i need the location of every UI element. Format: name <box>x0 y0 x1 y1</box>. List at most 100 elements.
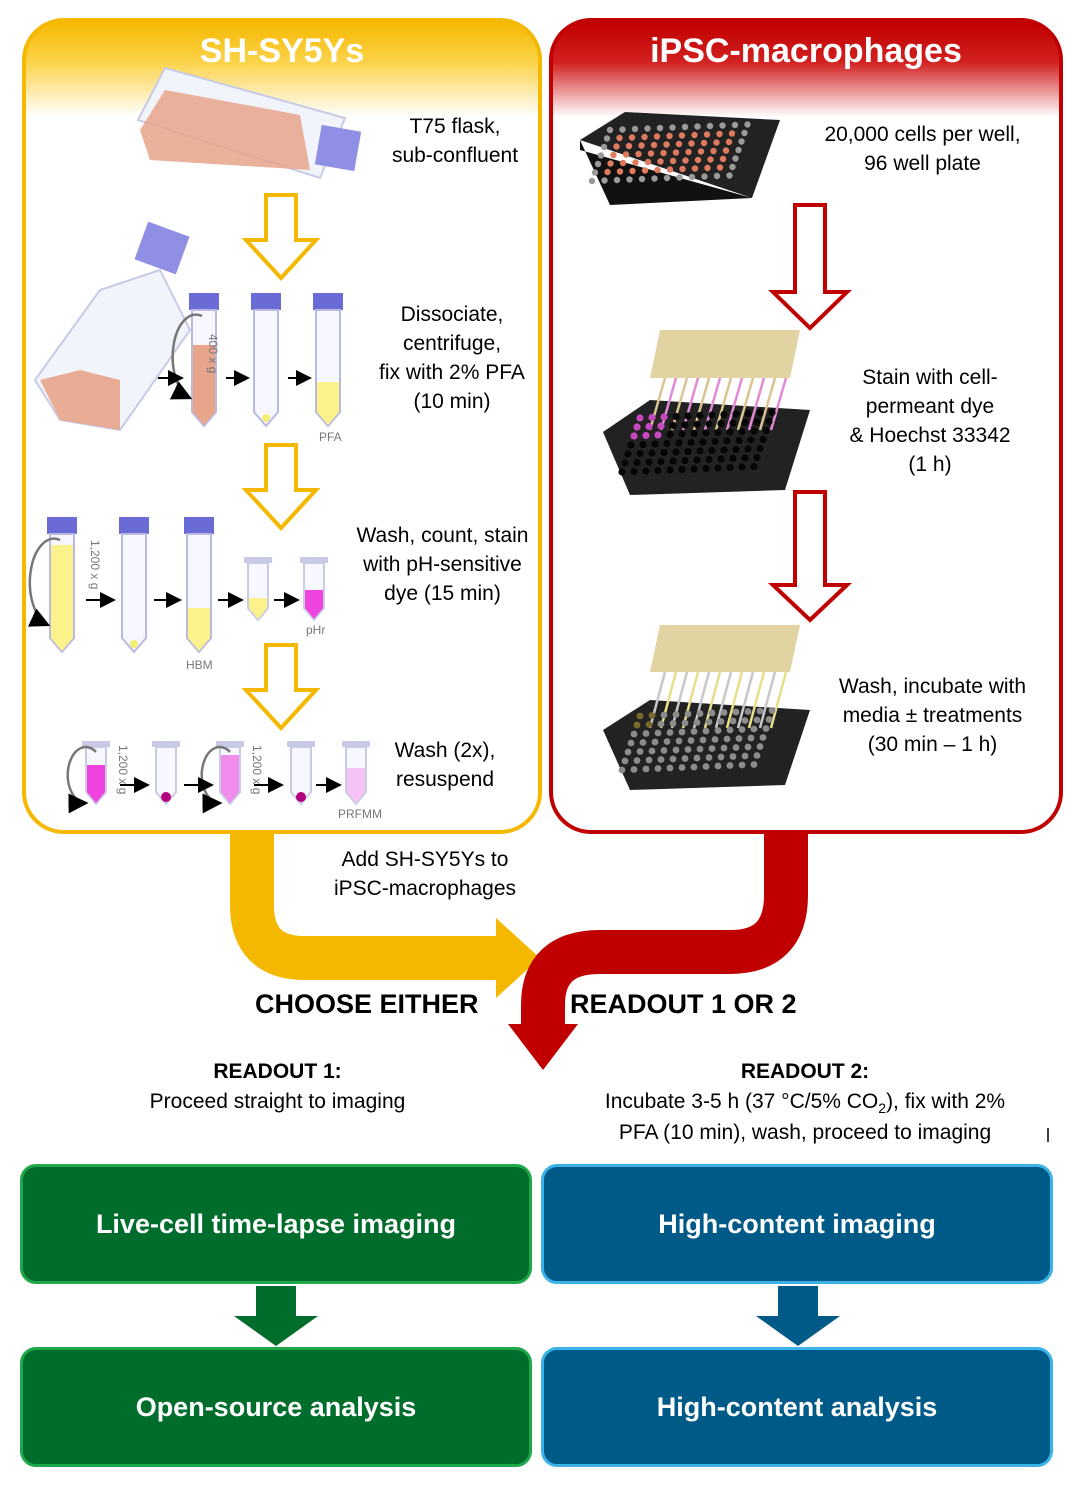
well <box>693 754 701 762</box>
tube-1 <box>189 293 219 428</box>
stain-label: Stain with cell- permeant dye & Hoechst … <box>849 366 1011 476</box>
well <box>693 420 701 429</box>
well <box>663 439 671 448</box>
well <box>691 131 698 139</box>
pipette-tip <box>681 377 700 431</box>
bottom-arrows <box>234 1286 840 1346</box>
well <box>747 436 755 444</box>
well <box>747 734 755 742</box>
well <box>699 736 707 744</box>
well <box>711 437 719 446</box>
well <box>729 454 737 463</box>
well <box>726 762 734 769</box>
well <box>741 752 749 760</box>
well <box>616 134 623 142</box>
well <box>706 122 714 130</box>
well <box>750 427 758 435</box>
well <box>753 453 761 462</box>
right-flow-arrows <box>767 203 853 623</box>
well <box>621 459 629 467</box>
well <box>744 743 752 751</box>
well <box>719 155 727 163</box>
well <box>756 444 764 453</box>
well <box>719 122 726 129</box>
readout-2-heading: READOUT 2: <box>740 1060 870 1083</box>
pipette-tip <box>725 377 744 431</box>
well <box>726 726 734 734</box>
well <box>648 449 656 457</box>
dissociate-label: Dissociate, centrifuge, fix with 2% PFA … <box>379 303 525 413</box>
well <box>759 734 767 741</box>
well <box>714 762 722 770</box>
well <box>625 142 633 150</box>
t75-flask-icon <box>136 66 362 180</box>
well <box>641 167 649 174</box>
well <box>765 716 773 723</box>
well <box>630 730 638 738</box>
green-down-arrow <box>234 1286 318 1346</box>
pipette-tip <box>736 671 755 729</box>
well <box>676 174 683 181</box>
well <box>597 152 605 159</box>
well <box>644 125 651 132</box>
well <box>732 410 740 418</box>
well <box>631 125 639 133</box>
well <box>717 419 725 428</box>
well <box>705 420 713 428</box>
well <box>708 709 716 717</box>
merge-label: Add SH-SY5Ys to iPSC-macrophages <box>333 848 517 900</box>
well <box>638 142 645 149</box>
well <box>729 163 736 171</box>
pipette-tip <box>659 377 678 431</box>
well <box>682 157 689 164</box>
well <box>678 132 686 139</box>
t75-flask-label: T75 flask, sub-confluent <box>391 115 519 167</box>
well <box>669 124 676 131</box>
well <box>710 147 717 155</box>
well <box>756 707 764 715</box>
hbm-tube-label: HBM <box>186 658 213 672</box>
well <box>690 465 698 473</box>
spin-1200-label-2: 1,200 x g <box>116 745 130 795</box>
well <box>768 408 776 417</box>
well <box>687 737 695 744</box>
well <box>728 130 736 137</box>
pipette-tip <box>769 671 788 729</box>
well <box>610 151 617 159</box>
left-flow-arrows <box>241 193 321 731</box>
well <box>663 174 671 182</box>
well <box>638 175 646 183</box>
well <box>732 744 740 751</box>
pipette-tip <box>769 377 788 431</box>
well <box>675 439 683 447</box>
well <box>604 168 611 176</box>
well <box>690 429 698 438</box>
well <box>717 753 725 761</box>
well <box>713 139 720 146</box>
well <box>723 437 731 445</box>
well <box>720 446 728 454</box>
well <box>744 708 752 715</box>
well <box>632 159 639 166</box>
well <box>738 726 746 733</box>
well <box>741 129 748 137</box>
well <box>759 435 767 444</box>
well <box>722 147 730 154</box>
well <box>704 164 711 172</box>
well <box>642 765 650 773</box>
pfa-tube-label: PFA <box>319 430 342 444</box>
well <box>711 736 719 743</box>
high-content-analysis-box: High-content analysis <box>541 1347 1053 1467</box>
ipsc-panel-title: iPSC-macrophages <box>650 32 962 70</box>
well <box>723 735 731 743</box>
well <box>696 710 704 717</box>
96-well-plate-icon <box>580 112 780 205</box>
well <box>741 717 749 724</box>
well <box>672 448 680 456</box>
well <box>642 730 650 737</box>
well <box>702 763 710 770</box>
well <box>653 133 661 140</box>
well <box>650 141 658 149</box>
well <box>672 149 680 156</box>
